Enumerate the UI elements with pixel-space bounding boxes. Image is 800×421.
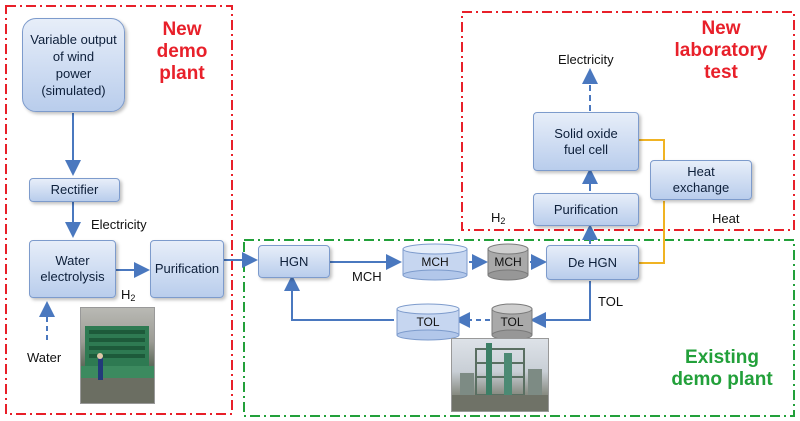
new-demo-plant-title: New demo plant — [156, 19, 208, 84]
existing-demo-plant-title: Existing demo plant — [671, 347, 773, 390]
tol-flow-label: TOL — [598, 294, 624, 309]
tank-tol-blue-label: TOL — [416, 315, 440, 329]
tank-tol-blue — [396, 303, 460, 341]
mch-flow-label: MCH — [352, 269, 382, 284]
new-demo-plant-frame — [5, 5, 233, 415]
tank-mch-blue-label: MCH — [421, 255, 449, 269]
electricity-label-left: Electricity — [91, 217, 147, 232]
heat-label: Heat — [712, 211, 740, 226]
heat-exchange-box: Heat exchange — [650, 160, 752, 200]
electrolysis-plant-photo — [80, 307, 155, 404]
tank-tol-gray-label: TOL — [500, 315, 524, 329]
sofc-box: Solid oxide fuel cell — [533, 112, 639, 171]
water-electrolysis-box: Water electrolysis — [29, 240, 116, 298]
h2-label-right: H2 — [491, 210, 506, 226]
tank-mch-blue — [402, 243, 468, 281]
new-lab-test-title: New laboratory test — [674, 18, 768, 83]
water-label: Water — [27, 350, 62, 365]
tank-mch-gray-label: MCH — [494, 255, 522, 269]
tank-tol-gray — [491, 303, 533, 341]
existing-plant-photo — [451, 338, 549, 412]
dehgn-box: De HGN — [546, 245, 639, 280]
electricity-label-top: Electricity — [558, 52, 614, 67]
new-lab-test-frame — [461, 11, 795, 231]
h2-label-left: H2 — [121, 287, 136, 303]
purification-left-box: Purification — [150, 240, 224, 298]
hgn-box: HGN — [258, 245, 330, 278]
wind-power-box: Variable output of wind power (simulated… — [22, 18, 125, 112]
heat-line-sofc-to-exchange — [639, 139, 665, 160]
arrow-tol-to-hgn — [284, 275, 394, 321]
rectifier-box: Rectifier — [29, 178, 120, 202]
heat-line-exchange-to-dehgn — [639, 201, 665, 264]
purification-right-box: Purification — [533, 193, 639, 226]
tank-mch-gray — [487, 243, 529, 281]
arrow-dehgn-to-tol — [530, 281, 591, 328]
existing-demo-plant-frame — [243, 239, 795, 417]
